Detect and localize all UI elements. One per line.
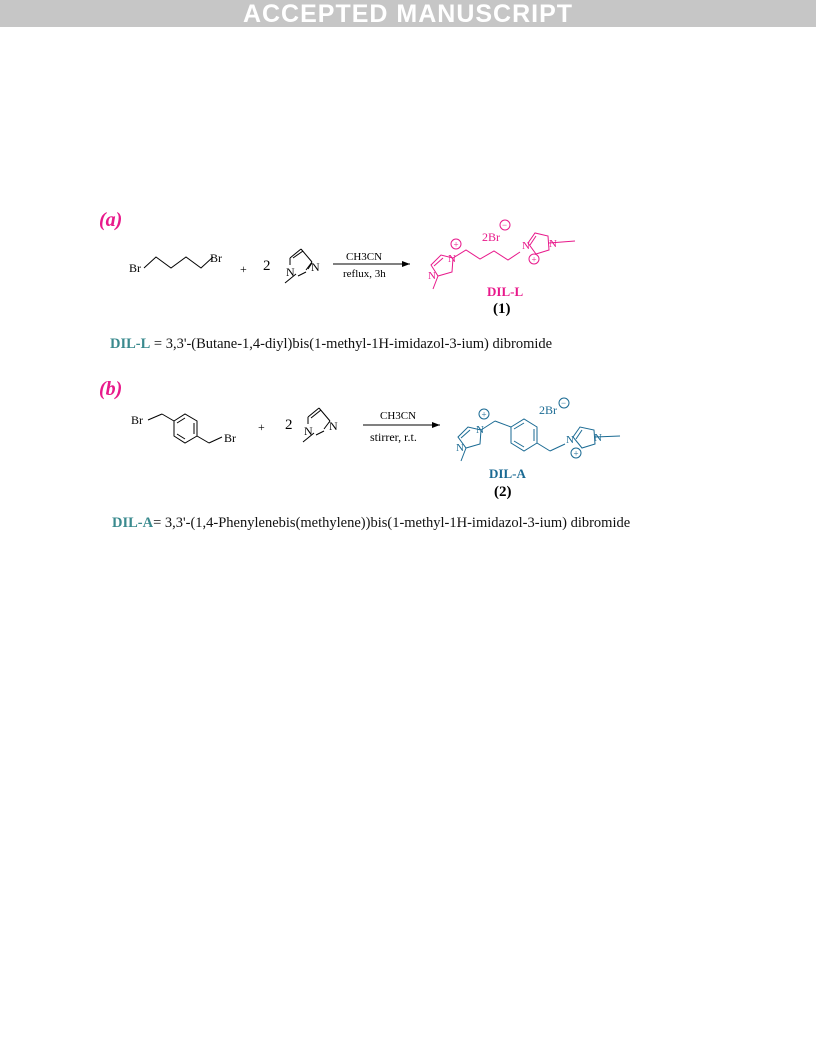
dil-a-n-methyl-left: N: [456, 442, 464, 454]
dil-l-n-left: N: [448, 253, 456, 265]
plus-charge-icon: +: [532, 255, 537, 265]
scheme-a-coefficient: 2: [263, 258, 271, 274]
minus-charge-icon: −: [561, 398, 566, 408]
bisbromomethylbenzene-br-right: Br: [224, 431, 236, 445]
banner-text: ACCEPTED MANUSCRIPT: [242, 0, 574, 28]
dil-l-number: (1): [493, 301, 511, 317]
scheme-b-label-close: ): [115, 378, 123, 400]
methylimidazole-n1-b: N: [304, 424, 313, 438]
scheme-b-label-open: (: [99, 378, 106, 400]
scheme-b: Br Br + 2 N N CH3CN stirrer, r.t.: [131, 397, 621, 500]
dil-l-n-methyl-left: N: [428, 270, 436, 282]
plus-charge-icon: +: [454, 240, 459, 250]
dil-l-n-methyl: N: [549, 238, 557, 250]
minus-charge-icon: −: [502, 220, 507, 230]
scheme-b-coefficient: 2: [285, 417, 293, 433]
dil-a-code: DIL-A: [489, 466, 526, 481]
dil-l-structure: [430, 219, 576, 290]
dil-l-n-right: N: [522, 240, 530, 252]
methylimidazole-structure-b: [302, 407, 331, 443]
scheme-a-label-letter: a: [105, 209, 116, 231]
scheme-b-conditions: stirrer, r.t.: [370, 430, 417, 444]
dil-a-counterion: 2Br: [539, 403, 557, 417]
scheme-a-label-open: (: [99, 209, 106, 231]
methylimidazole-n3-b: N: [329, 419, 338, 433]
scheme-b-caption-text: = 3,3'-(1,4-Phenylenebis(methylene))bis(…: [153, 515, 631, 531]
methylimidazole-n3-a: N: [311, 260, 320, 274]
scheme-a-label-close: ): [115, 209, 123, 231]
dil-a-n-methyl: N: [594, 432, 602, 444]
methylimidazole-structure-a: [284, 248, 313, 284]
scheme-a: Br Br + 2 N N CH3CN reflux, 3h: [129, 219, 576, 317]
accepted-manuscript-banner: ACCEPTED MANUSCRIPT: [0, 0, 816, 28]
scheme-a-reagent: CH3CN: [346, 251, 382, 263]
dil-l-counterion: 2Br: [482, 230, 500, 244]
dibromobutane-structure: [143, 256, 214, 269]
scheme-b-plus-sign: +: [258, 420, 265, 434]
dibromobutane-br-left: Br: [129, 261, 141, 275]
methylimidazole-n1-a: N: [286, 265, 295, 279]
plus-charge-icon: +: [574, 449, 579, 459]
scheme-b-caption: DIL-A= 3,3'-(1,4-Phenylenebis(methylene)…: [112, 515, 630, 532]
scheme-b-caption-term: DIL-A: [112, 515, 154, 531]
scheme-a-label: (a): [99, 209, 122, 232]
plus-charge-icon: +: [482, 410, 487, 420]
scheme-a-caption-text: = 3,3'-(Butane-1,4-diyl)bis(1-methyl-1H-…: [150, 336, 553, 352]
bisbromomethylbenzene-structure: [147, 413, 223, 444]
scheme-b-label: (b): [99, 378, 122, 401]
scheme-a-caption-term: DIL-L: [110, 336, 151, 352]
dil-a-structure: [457, 397, 621, 462]
dil-a-number: (2): [494, 484, 512, 500]
dil-a-n-right: N: [566, 434, 574, 446]
dil-l-code: DIL-L: [487, 284, 523, 299]
scheme-a-caption: DIL-L = 3,3'-(Butane-1,4-diyl)bis(1-meth…: [110, 336, 552, 353]
dil-a-n-left: N: [476, 424, 484, 436]
scheme-a-conditions: reflux, 3h: [343, 268, 386, 280]
bisbromomethylbenzene-br-left: Br: [131, 413, 143, 427]
dibromobutane-br-right: Br: [210, 251, 222, 265]
scheme-b-label-letter: b: [105, 378, 116, 400]
scheme-b-reagent: CH3CN: [380, 410, 416, 422]
scheme-a-plus-sign: +: [240, 262, 247, 276]
